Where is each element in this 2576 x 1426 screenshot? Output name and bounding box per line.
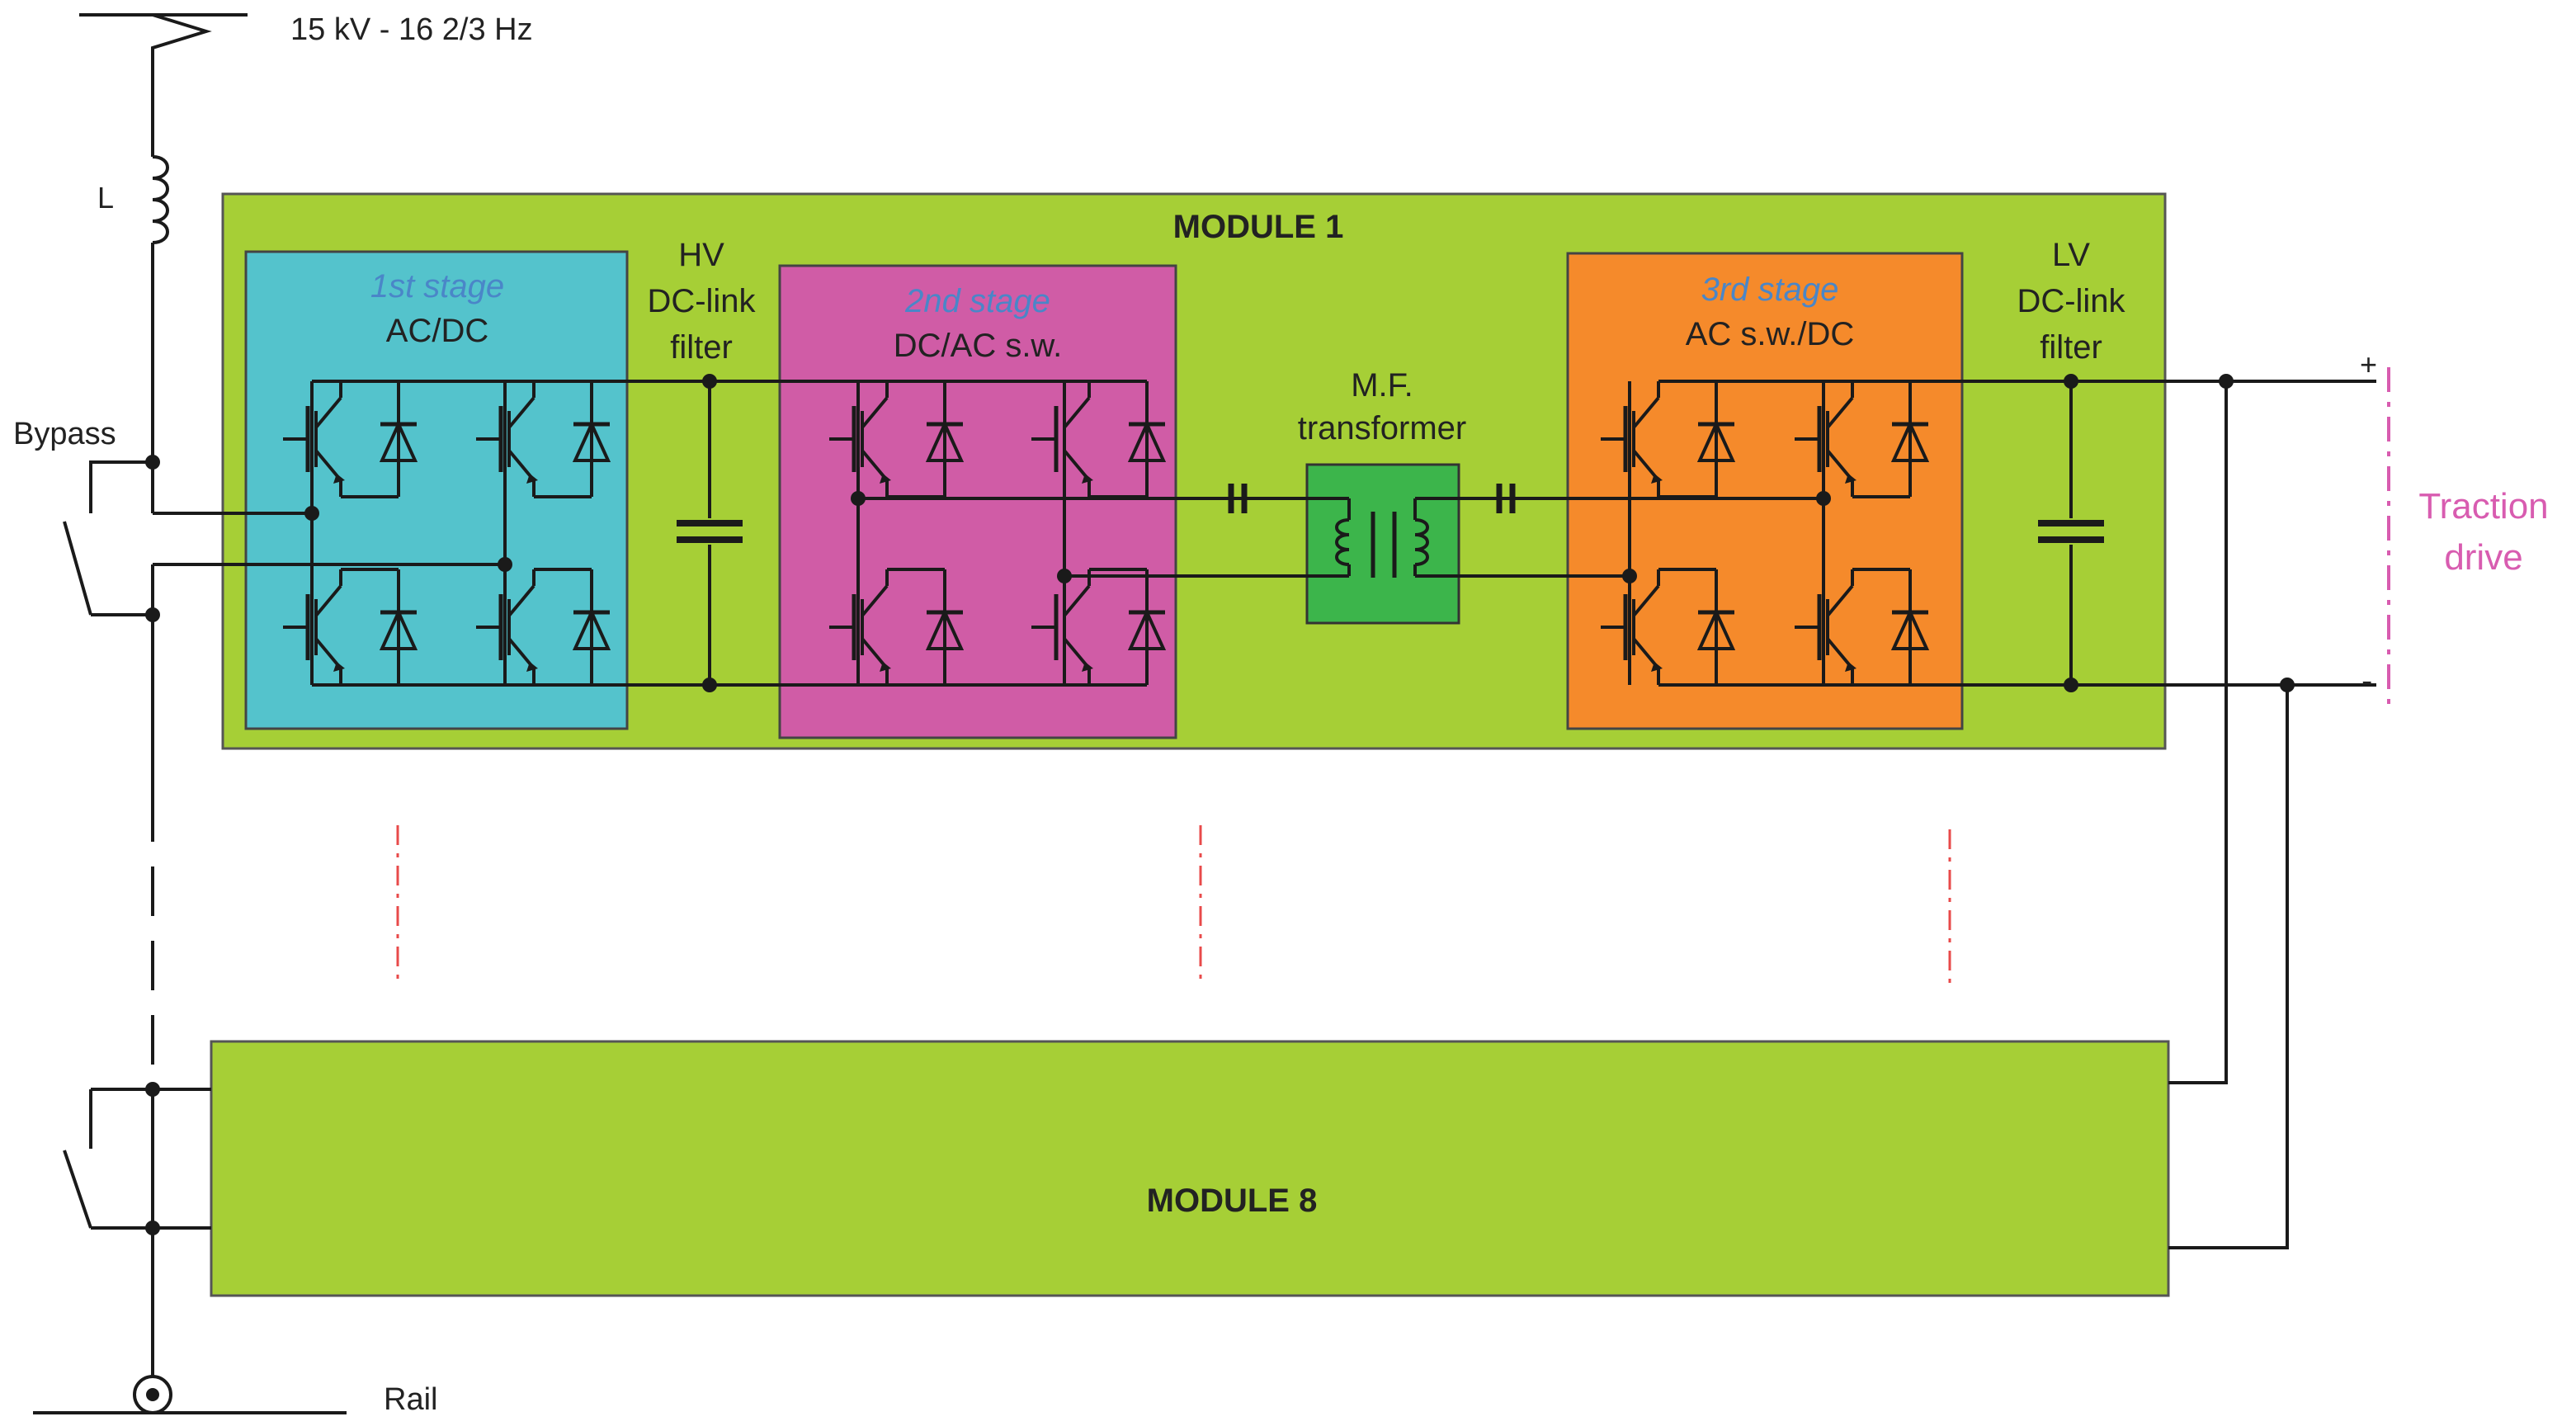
lv-filter-label-3: filter [2040, 329, 2102, 366]
supply-label: 15 kV - 16 2/3 Hz [290, 12, 533, 47]
stage-1-bridge [283, 381, 610, 685]
module8-output-plus [2168, 381, 2228, 1084]
stage-2-name: 2nd stage [904, 283, 1050, 319]
rail-label: Rail [384, 1382, 437, 1417]
bypass-switch-1 [63, 521, 92, 616]
inductor-l [152, 155, 169, 244]
bypass-wire-1 [89, 460, 153, 513]
junction-dot [145, 607, 160, 622]
output-plus-label: + [2360, 347, 2377, 381]
hv-filter-label-2: DC-link [647, 283, 756, 319]
stage-2-box [778, 264, 1177, 739]
traction-drive-label-2: drive [2444, 537, 2522, 578]
hv-filter-label-3: filter [670, 329, 733, 366]
stage-1-type: AC/DC [386, 313, 488, 349]
junction-dot [145, 1082, 160, 1097]
lv-filter-label-1: LV [2052, 237, 2090, 273]
hv-filter-label-1: HV [678, 237, 724, 273]
stage-3-bridge [1601, 381, 1928, 685]
lv-filter-label-2: DC-link [2017, 283, 2125, 319]
traction-drive-label-1: Traction [2418, 486, 2548, 526]
mf-transformer-box [1305, 463, 1460, 625]
rail-symbol [33, 1375, 347, 1414]
module8-output-minus [2168, 685, 2289, 1249]
inductor-label: L [97, 181, 114, 215]
output-minus-label: - [2361, 663, 2372, 699]
junction-dot [145, 1221, 160, 1235]
transformer-label-1: M.F. [1351, 367, 1413, 404]
hv-dc-link-capacitor [677, 374, 743, 692]
stage-1-name: 1st stage [370, 268, 504, 305]
bypass-label: Bypass [13, 417, 116, 451]
junction-dot [145, 455, 160, 470]
lv-dc-link-capacitor [2038, 374, 2104, 692]
catenary-symbol [79, 13, 248, 78]
stage-2-type: DC/AC s.w. [894, 328, 1062, 364]
module-8-title: MODULE 8 [1147, 1183, 1318, 1219]
module-8-box [210, 1040, 2170, 1297]
junction-dot [2280, 678, 2295, 692]
stage-3-type: AC s.w./DC [1686, 316, 1854, 352]
bypass-switch-2 [63, 1150, 92, 1229]
module-1-title: MODULE 1 [1173, 209, 1344, 245]
transformer-label-2: transformer [1298, 410, 1467, 446]
junction-dot [2219, 374, 2234, 389]
mf-transformer-windings [1335, 498, 1429, 578]
stage-3-name: 3rd stage [1701, 272, 1839, 308]
